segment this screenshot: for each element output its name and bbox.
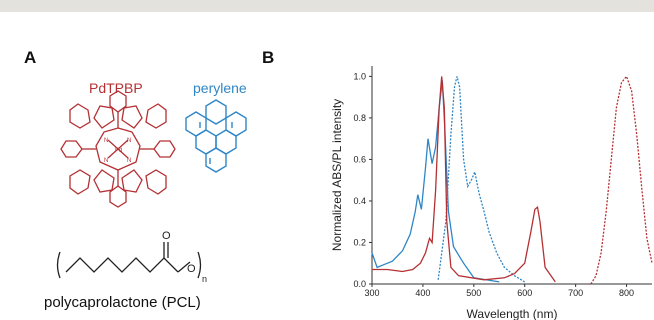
y-axis-label: Normalized ABS/PL intensity — [330, 99, 344, 251]
x-tick-label: 600 — [517, 288, 532, 298]
y-tick-label: 0.6 — [353, 154, 366, 164]
x-axis-label: Wavelength (nm) — [467, 307, 558, 320]
carbonyl-o-label: O — [162, 230, 171, 242]
n-atom-label: N — [104, 158, 108, 164]
y-tick-label: 0.2 — [353, 237, 366, 247]
x-tick-label: 500 — [466, 288, 481, 298]
perylene-structure — [185, 99, 247, 173]
y-tick-label: 0.4 — [353, 196, 366, 206]
x-tick-label: 400 — [415, 288, 430, 298]
n-atom-label: N — [104, 138, 108, 144]
x-tick-label: 800 — [619, 288, 634, 298]
x-tick-label: 300 — [364, 288, 379, 298]
panel-a-label: A — [24, 48, 37, 67]
y-tick-label: 0.0 — [353, 279, 366, 289]
pd-atom-label: Pd — [115, 148, 122, 154]
x-tick-label: 700 — [568, 288, 583, 298]
series-line-1 — [371, 80, 500, 283]
n-atom-label: N — [127, 158, 131, 164]
pcl-structure — [56, 242, 202, 279]
pdtpbp-name: PdTPBP — [89, 80, 143, 96]
top-border-bar — [0, 0, 654, 12]
series-line-3 — [372, 76, 556, 283]
perylene-name: perylene — [193, 80, 247, 96]
pdtpbp-structure — [60, 90, 176, 208]
y-tick-label: 1.0 — [353, 71, 366, 81]
repeat-subscript: n — [202, 274, 207, 284]
y-tick-label: 0.8 — [353, 113, 366, 123]
series-line-4 — [590, 75, 653, 285]
panel-b-label: B — [262, 48, 275, 67]
pcl-name: polycaprolactone (PCL) — [44, 294, 201, 311]
n-atom-label: N — [127, 138, 131, 144]
series-line-2 — [437, 76, 526, 283]
ester-o-label: O — [187, 263, 196, 275]
